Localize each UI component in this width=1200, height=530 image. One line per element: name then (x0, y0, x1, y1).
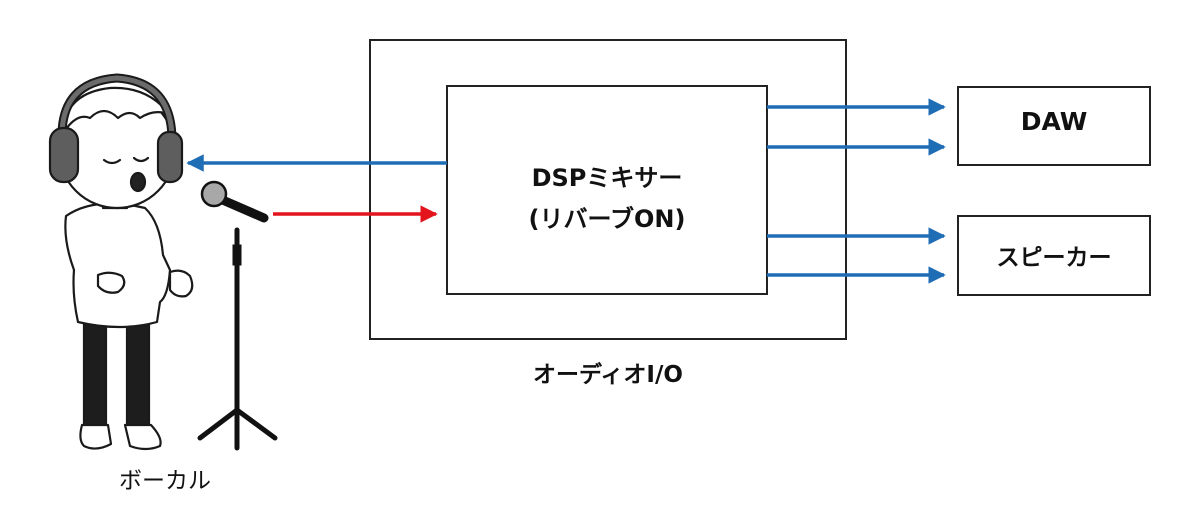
speaker-box (957, 215, 1151, 296)
vocalist-hand-left (96, 271, 126, 294)
dsp-mixer-subtitle: (リバーブON) (528, 205, 686, 233)
vocalist-hand-right (168, 269, 194, 298)
dsp-mixer-title: DSPミキサー (531, 164, 683, 192)
vocalist-leg-right (125, 316, 151, 427)
vocalist-eye-left (102, 158, 122, 165)
daw-label: DAW (1020, 107, 1088, 136)
vocalist-illustration (48, 73, 194, 451)
microphone-head (200, 180, 228, 208)
headphone-cup-left (48, 126, 80, 184)
dsp-mixer-box (446, 85, 768, 295)
daw-box (957, 86, 1151, 166)
vocalist-leg-left (82, 316, 108, 427)
vocalist-shoe-left (79, 423, 113, 450)
vocalist-shirt (64, 202, 172, 329)
vocalist-shoe-right (123, 423, 162, 451)
microphone-stand (197, 180, 278, 451)
audio-io-label: オーディオI/O (533, 362, 683, 388)
speaker-label: スピーカー (996, 245, 1112, 271)
vocalist-mouth (129, 171, 147, 193)
vocalist-label: ボーカル (119, 468, 211, 494)
vocalist-eye-right (132, 156, 150, 163)
vocalist-hair (60, 86, 172, 137)
microphone-body (213, 193, 269, 223)
headphone-cup-right (156, 130, 184, 184)
